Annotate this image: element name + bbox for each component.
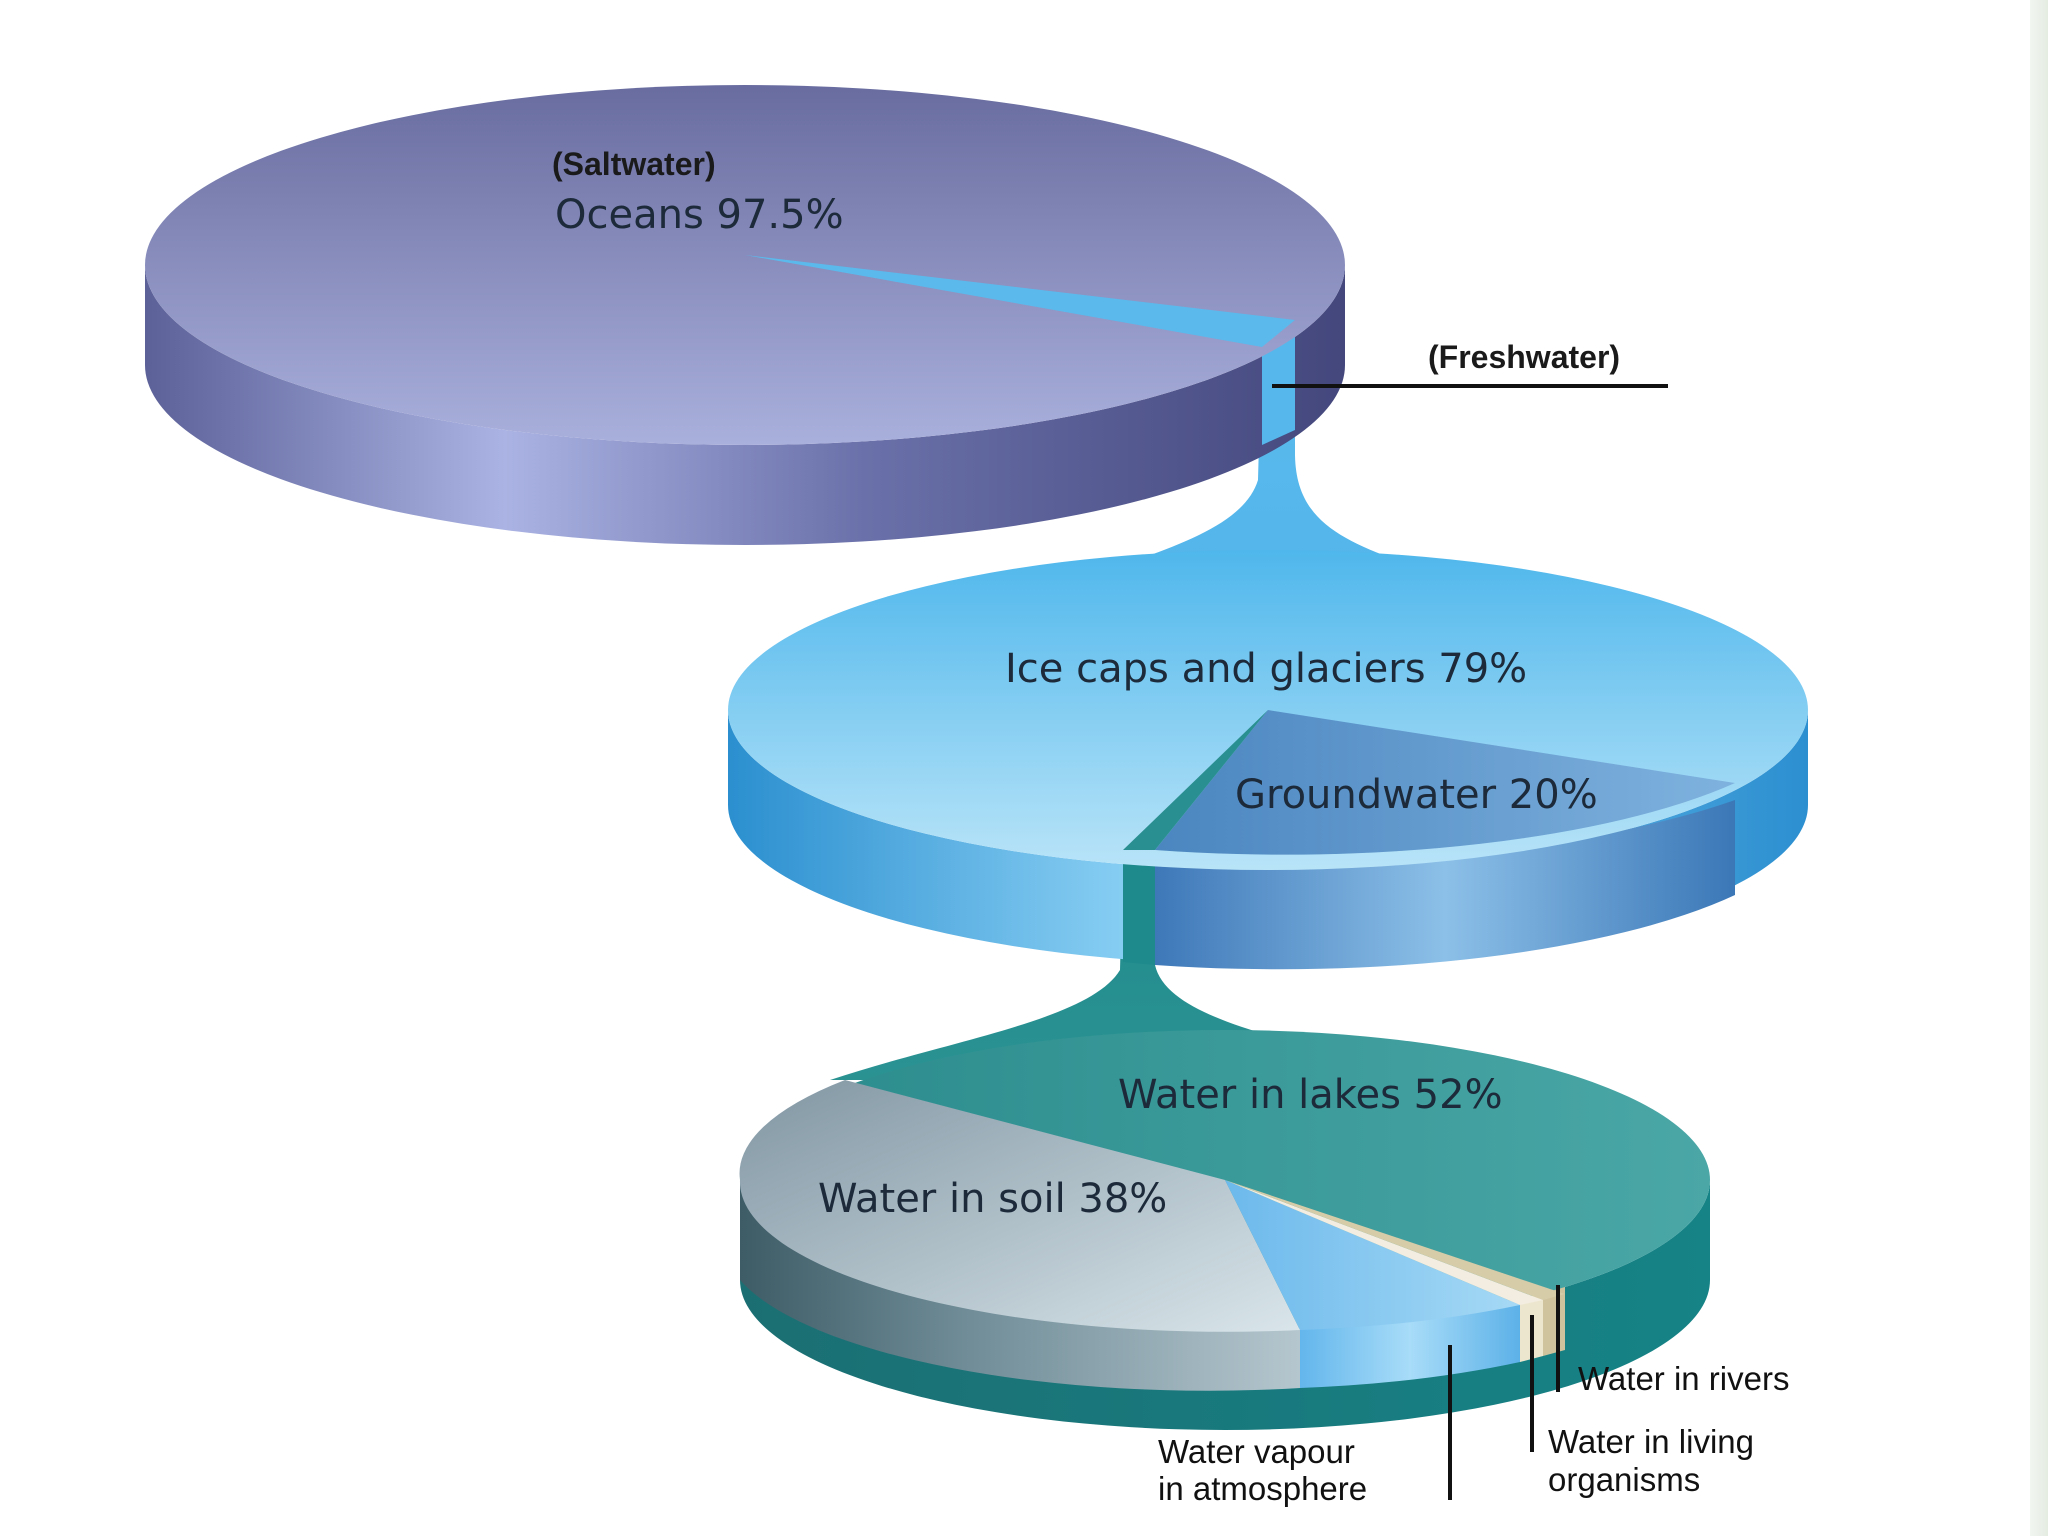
- label-saltwater: (Saltwater): [552, 146, 716, 182]
- pie-oceans-top: [145, 85, 1345, 445]
- slice-freshwater: [745, 255, 1295, 347]
- label-rivers: Water in rivers: [1578, 1360, 1789, 1397]
- slice-surface: [1123, 710, 1268, 850]
- label-organisms-line2: organisms: [1548, 1461, 1700, 1498]
- slice-vapour: [1225, 1180, 1520, 1330]
- label-vapour-line2: in atmosphere: [1158, 1470, 1367, 1507]
- pie-oceans: (Saltwater) Oceans 97.5% (Freshwater): [145, 85, 1668, 598]
- label-oceans: Oceans 97.5%: [555, 192, 844, 238]
- label-lakes: Water in lakes 52%: [1118, 1072, 1503, 1118]
- slice-groundwater: [1155, 710, 1735, 855]
- label-soil: Water in soil 38%: [818, 1176, 1167, 1222]
- pie-surface: Water in lakes 52% Water in soil 38% Wat…: [739, 1030, 1789, 1507]
- label-groundwater: Groundwater 20%: [1235, 772, 1598, 818]
- funnel-surface: [830, 850, 1420, 1080]
- funnel-freshwater: [1030, 330, 1500, 598]
- slice-rivers: [1225, 1180, 1565, 1300]
- label-organisms-line1: Water in living: [1548, 1423, 1754, 1460]
- edge-strip: [2030, 0, 2048, 1536]
- pie-oceans-side: [145, 265, 1345, 545]
- slice-surface-side: [1123, 850, 1155, 965]
- slice-organisms: [1225, 1180, 1543, 1305]
- label-freshwater: (Freshwater): [1428, 339, 1620, 375]
- slice-soil: [739, 1080, 1300, 1332]
- label-vapour-line1: Water vapour: [1158, 1433, 1355, 1470]
- label-ice-caps: Ice caps and glaciers 79%: [1005, 646, 1527, 692]
- slice-groundwater-side: [1155, 800, 1735, 970]
- pie-freshwater: Ice caps and glaciers 79% Groundwater 20…: [728, 550, 1808, 1080]
